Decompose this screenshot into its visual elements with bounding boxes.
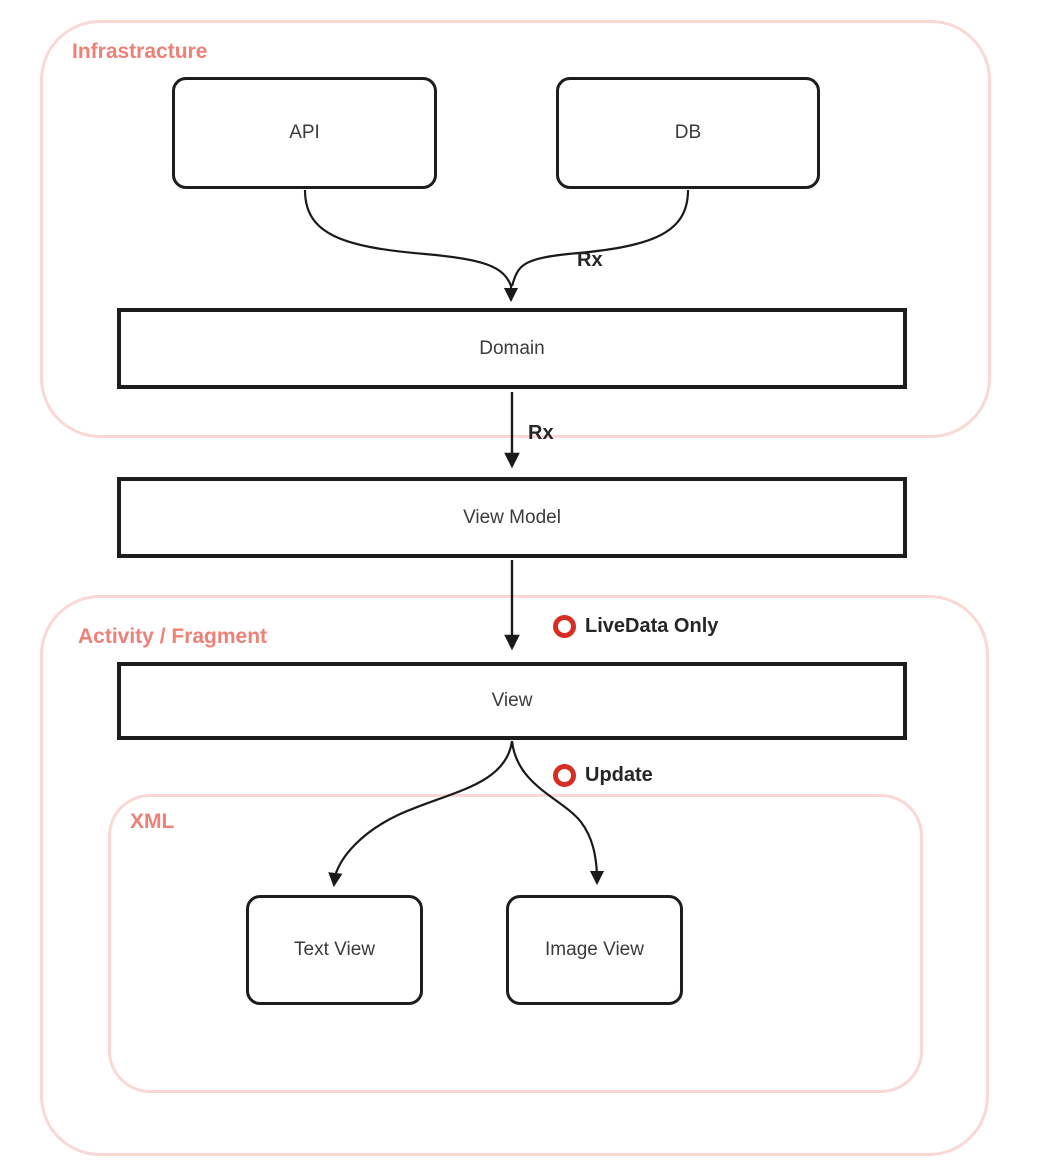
node-api: API [172, 77, 437, 189]
node-view-label: View [491, 690, 533, 711]
node-domain-label: Domain [479, 337, 545, 359]
node-text-view-label: Text View [294, 939, 375, 960]
rx-domain-label: Rx [528, 422, 554, 444]
arrow-view-to-textview [328, 740, 514, 888]
xml-label: XML [130, 810, 175, 833]
livedata-ring-icon [553, 615, 576, 638]
node-db-label: DB [674, 122, 702, 143]
arrow-view-to-imageview [510, 740, 605, 886]
update-annotation: Update [553, 764, 653, 787]
node-domain: Domain [117, 308, 907, 389]
node-api-label: API [289, 122, 320, 143]
rx-infra-label: Rx [577, 249, 603, 271]
node-view-model: View Model [117, 477, 907, 558]
livedata-label: LiveData Only [585, 615, 719, 637]
rx-infra-annotation: Rx [577, 249, 603, 272]
infrastructure-container [40, 20, 991, 438]
infrastructure-label: Infrastracture [72, 40, 208, 63]
node-text-view: Text View [246, 895, 423, 1005]
rx-domain-annotation: Rx [528, 422, 554, 445]
arrow-api-to-domain [303, 189, 519, 303]
node-view: View [117, 662, 907, 740]
node-view-model-label: View Model [463, 506, 561, 528]
livedata-annotation: LiveData Only [553, 615, 718, 638]
arrow-db-to-domain [510, 189, 690, 287]
activity-fragment-container [40, 595, 989, 1156]
update-label: Update [585, 764, 653, 786]
update-ring-icon [553, 764, 576, 787]
activity-fragment-label: Activity / Fragment [78, 625, 268, 648]
node-image-view-label: Image View [545, 939, 644, 960]
node-db: DB [556, 77, 820, 189]
xml-container [108, 794, 923, 1093]
node-image-view: Image View [506, 895, 683, 1005]
